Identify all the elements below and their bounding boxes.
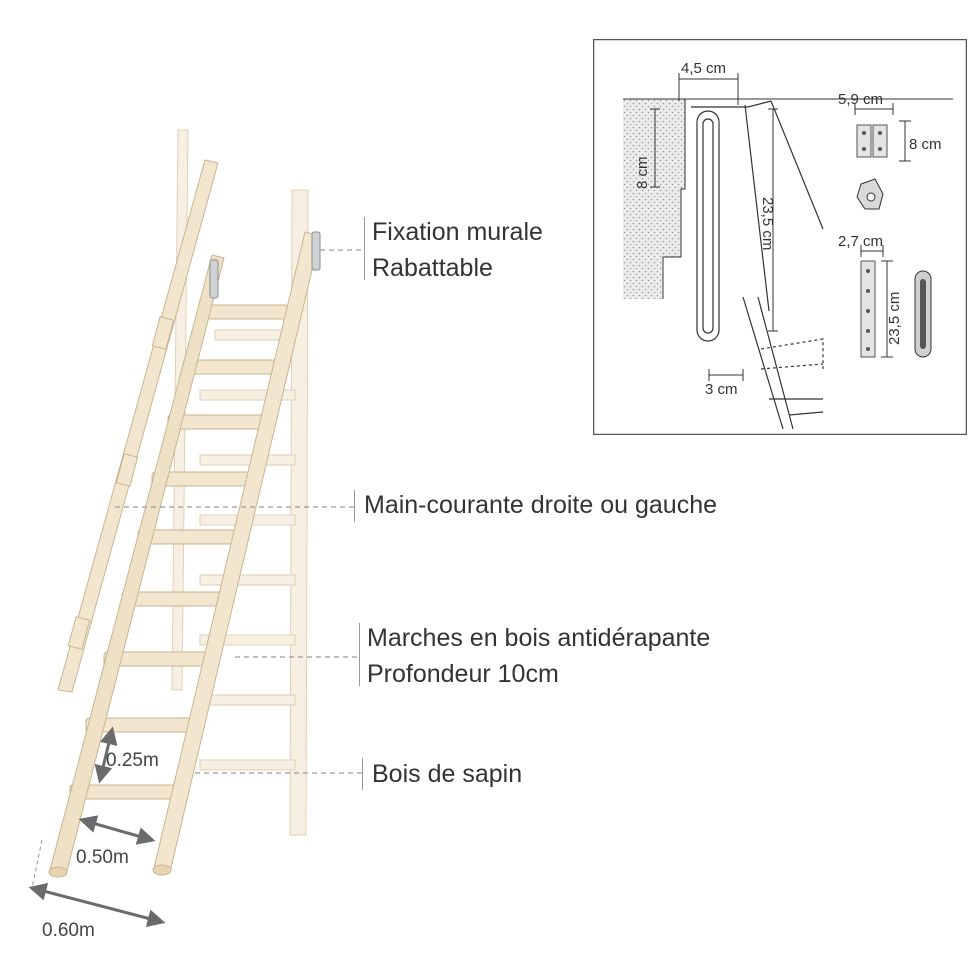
handrail-label: Main-courante droite ou gauche (364, 491, 718, 519)
step (199, 304, 289, 320)
hinge-arm (691, 100, 824, 430)
handrail (57, 159, 219, 693)
step-spacing-label: 0.25m (106, 750, 159, 771)
label-bar (354, 490, 355, 522)
dimension-arrows (28, 726, 166, 928)
steps-label: Marches en bois antidérapante (367, 624, 711, 652)
plate-part: 2,7 cm 23,5 cm (838, 233, 932, 358)
wall-section (623, 99, 685, 299)
detail-wall-height: 8 cm (634, 156, 651, 189)
inset-dimension-lines (650, 73, 778, 381)
label-bar (359, 623, 360, 686)
hinge-height-label: 8 cm (909, 136, 942, 153)
detail-top-width: 4,5 cm (681, 60, 726, 77)
hinge-part: 5,9 cm 8 cm (838, 91, 942, 210)
wood-label: Bois de sapin (372, 760, 523, 788)
inner-width-label: 0.50m (76, 847, 129, 868)
plate-length-label: 23,5 cm (886, 292, 903, 345)
label-bar (362, 758, 363, 790)
label-bar (364, 217, 365, 280)
foldable-label: Rabattable (372, 254, 493, 282)
fixation-label: Fixation murale (372, 218, 543, 246)
leader-lines (115, 249, 365, 774)
plate-width-label: 2,7 cm (838, 233, 883, 250)
hinge-width-label: 5,9 cm (838, 91, 883, 108)
fixing-detail-inset: 4,5 cm 8 cm 23,5 cm 3 cm 5,9 cm 8 cm 2,7… (593, 39, 967, 435)
left-stringer (49, 254, 225, 876)
outer-width-label: 0.60m (42, 920, 95, 941)
ladder-steps (69, 304, 289, 800)
wall-bracket (209, 231, 321, 299)
detail-bottom-width: 3 cm (705, 381, 738, 398)
back-ladder (171, 129, 309, 836)
detail-slot-length: 23,5 cm (759, 197, 776, 250)
step-depth-label: Profondeur 10cm (367, 660, 559, 688)
